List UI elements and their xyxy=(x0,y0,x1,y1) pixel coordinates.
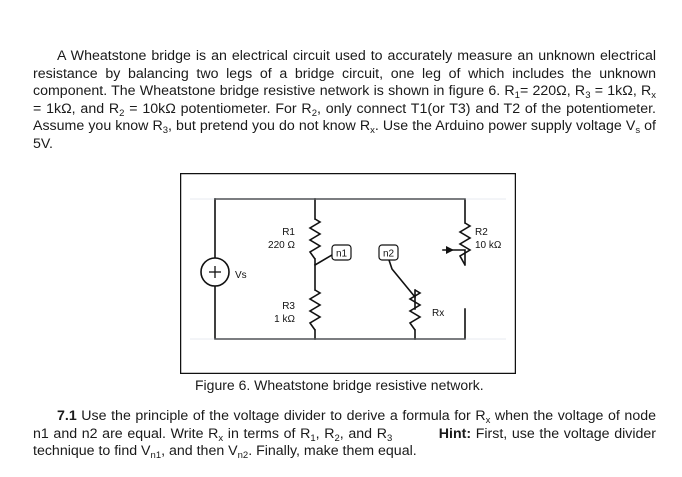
subscript: 3 xyxy=(162,125,169,137)
intro-text: = 220Ω, R xyxy=(519,83,586,100)
subscript: 3 xyxy=(585,90,591,102)
question-text: when the voltage of node n1 and n2 are e… xyxy=(33,408,656,442)
question-text: , and then V xyxy=(161,443,238,460)
figure-caption: Figure 6. Wheatstone bridge resistive ne… xyxy=(195,377,484,393)
question-text: First, use the voltage divider technique… xyxy=(33,425,656,460)
r2-potentiometer xyxy=(458,222,472,266)
intro-text: A Wheatstone bridge is an electrical cir… xyxy=(33,48,656,100)
circuit-diagram: n1 n2 R1 220 Ω R2 10 kΩ R3 1 kΩ Rx Vs xyxy=(179,172,517,375)
r3-name-label: R3 xyxy=(282,301,295,312)
subscript: 3 xyxy=(386,432,393,444)
subscript: x xyxy=(218,432,224,444)
question-text: , R xyxy=(315,425,335,442)
wiper-arrow-icon xyxy=(446,246,454,254)
vs-name-label: Vs xyxy=(235,270,247,281)
subscript: 2 xyxy=(334,432,340,444)
r3-resistor xyxy=(308,289,322,331)
subscript: x xyxy=(651,90,657,102)
intro-text: of 5V. xyxy=(33,118,656,152)
subscript: n2 xyxy=(237,450,249,462)
intro-text: , but pretend you do not know R xyxy=(168,118,371,135)
intro-paragraph: A Wheatstone bridge is an electrical cir… xyxy=(33,48,656,154)
intro-text: = 1kΩ, R xyxy=(590,83,652,100)
intro-text: = 1kΩ, and R xyxy=(33,100,120,117)
rx-name-label: Rx xyxy=(432,308,444,319)
node-n2-label: n2 xyxy=(383,249,395,260)
subscript: 2 xyxy=(119,107,125,119)
wheatstone-bridge-figure: n1 n2 R1 220 Ω R2 10 kΩ R3 1 kΩ Rx Vs xyxy=(179,172,517,375)
question-number: 7.1 xyxy=(57,408,77,424)
rx-resistor xyxy=(408,289,422,331)
subscript: x xyxy=(370,125,375,137)
subscript: x xyxy=(485,415,491,426)
background-grid xyxy=(190,198,506,340)
r2-name-label: R2 xyxy=(475,227,488,238)
r1-value-label: 220 Ω xyxy=(268,240,295,251)
question-text: Use the principle of the voltage divider… xyxy=(76,408,486,424)
intro-text: . Use the Arduino power supply voltage V xyxy=(374,118,636,135)
question-text: in terms of R xyxy=(223,425,311,442)
r2-value-label: 10 kΩ xyxy=(475,240,502,251)
node-n1-label: n1 xyxy=(336,249,348,260)
subscript: 2 xyxy=(311,107,317,119)
question-text: , and R xyxy=(339,425,387,442)
intro-text: = 10kΩ potentiometer. For R xyxy=(124,100,312,117)
question-paragraph: 7.1 Use the principle of the voltage div… xyxy=(33,408,656,461)
node-n2-box xyxy=(378,244,399,261)
hint-label: Hint: xyxy=(438,425,472,442)
subscript: 1 xyxy=(514,90,520,102)
node-n1-box xyxy=(331,244,352,261)
r1-name-label: R1 xyxy=(282,227,295,238)
r3-value-label: 1 kΩ xyxy=(274,314,295,325)
r1-resistor xyxy=(308,218,322,260)
intro-text: , only connect T1(or T3) and T2 of the p… xyxy=(33,100,656,135)
subscript: n1 xyxy=(150,450,162,462)
subscript: 1 xyxy=(310,432,316,444)
subscript: s xyxy=(635,125,641,137)
question-text: . Finally, make them equal. xyxy=(248,443,417,460)
